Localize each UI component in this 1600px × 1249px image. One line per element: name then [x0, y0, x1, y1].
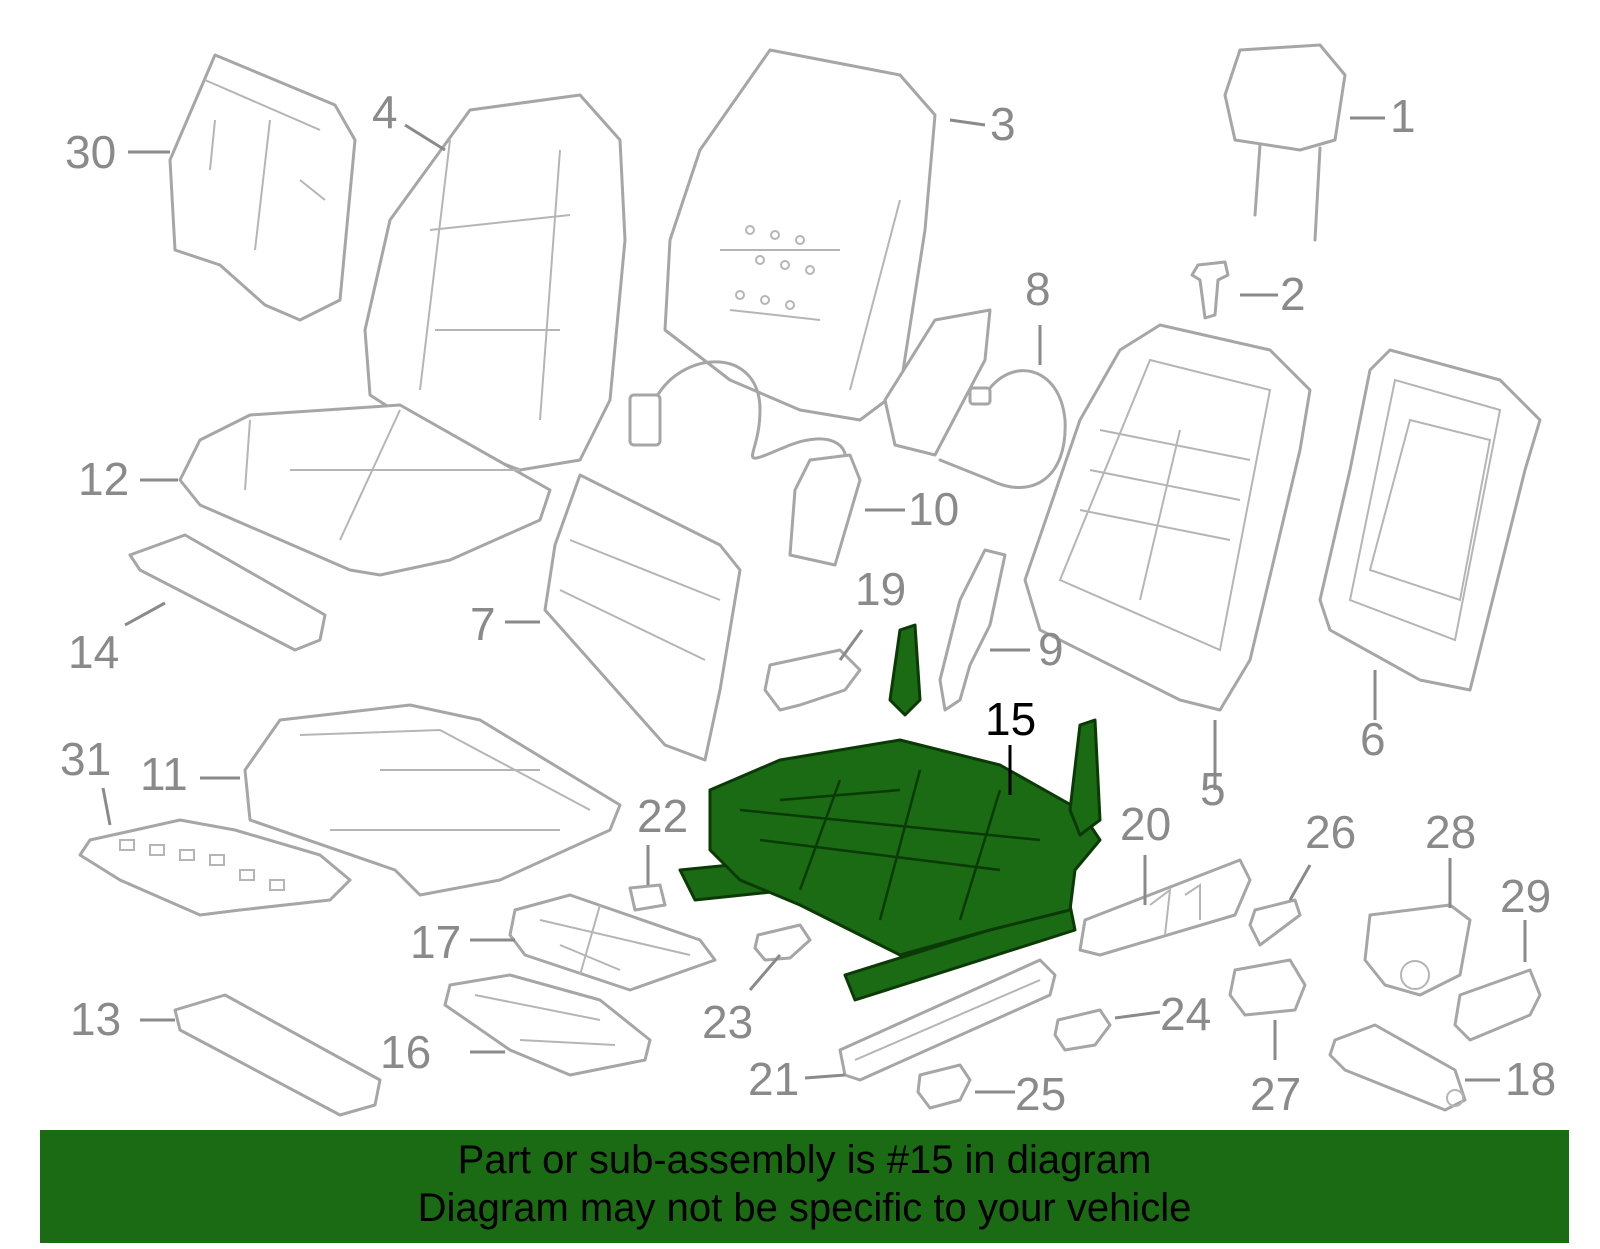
callout-5: 5 [1200, 763, 1226, 815]
info-banner: Part or sub-assembly is #15 in diagram D… [40, 1130, 1569, 1243]
callout-19: 19 [855, 563, 906, 615]
parts-diagram: 1 2 3 4 5 6 7 8 9 10 11 12 13 14 15 16 1… [60, 43, 1556, 1120]
part-1-headrest [1223, 43, 1347, 242]
part-28-motor [1363, 903, 1472, 997]
callout-12: 12 [78, 453, 129, 505]
part-19-cover [763, 648, 862, 712]
callout-16: 16 [380, 1026, 431, 1078]
part-8-wire-harness [938, 369, 1067, 489]
callout-2: 2 [1280, 268, 1306, 320]
callout-21: 21 [748, 1053, 799, 1105]
callout-25: 25 [1015, 1068, 1066, 1120]
callout-26: 26 [1305, 806, 1356, 858]
callout-labels: 1 2 3 4 5 6 7 8 9 10 11 12 13 14 15 16 1… [60, 86, 1556, 1120]
part-15-seat-frame-highlighted [678, 623, 1102, 1002]
callout-6: 6 [1360, 713, 1386, 765]
part-4-backrest-cover [363, 93, 627, 472]
part-wire-loop [628, 360, 848, 467]
part-10-bracket [788, 453, 862, 567]
part-9-side-trim [938, 548, 1007, 712]
callout-1: 1 [1390, 90, 1416, 142]
callout-9: 9 [1038, 623, 1064, 675]
callout-28: 28 [1425, 806, 1476, 858]
callout-27: 27 [1250, 1068, 1301, 1120]
banner-line-1: Part or sub-assembly is #15 in diagram [457, 1138, 1152, 1182]
callout-18: 18 [1505, 1053, 1556, 1105]
callout-20: 20 [1120, 798, 1171, 850]
callout-17: 17 [410, 916, 461, 968]
part-18-motor [1328, 1023, 1467, 1112]
callout-4: 4 [372, 86, 398, 138]
part-23-knob [753, 923, 812, 962]
callout-31: 31 [60, 733, 111, 785]
leader-lines [101, 116, 1527, 1094]
part-30-back-panel [168, 53, 357, 322]
part-6-backrest-rear-frame [1318, 348, 1542, 692]
callout-8: 8 [1025, 263, 1051, 315]
part-31-seat-pan-support [78, 818, 352, 917]
callout-10: 10 [908, 483, 959, 535]
part-16-lower-tray [443, 973, 652, 1077]
part-25-knob [916, 1063, 972, 1110]
part-27-switch [1228, 958, 1307, 1017]
part-20-side-shield [1078, 858, 1252, 957]
callout-7: 7 [470, 598, 496, 650]
part-2-headrest-guide [1190, 260, 1230, 320]
callout-24: 24 [1160, 988, 1211, 1040]
part-13-trim-strip [173, 993, 382, 1117]
part-3-backrest-cover-perforated [663, 48, 937, 422]
part-17-adjuster [508, 893, 717, 992]
callout-23: 23 [702, 996, 753, 1048]
part-29-switch [1453, 968, 1542, 1042]
part-11-seat-cushion [243, 703, 622, 897]
part-side-airbag [883, 308, 992, 457]
part-12-seat-cushion-cover [178, 403, 552, 577]
callout-14: 14 [68, 626, 119, 678]
part-26-clip [1248, 898, 1302, 947]
callout-22: 22 [637, 790, 688, 842]
callout-15: 15 [985, 693, 1036, 745]
part-5-backrest-frame [1023, 323, 1312, 712]
banner-line-2: Diagram may not be specific to your vehi… [417, 1186, 1192, 1230]
callout-30: 30 [65, 126, 116, 178]
part-7-seat-heater-mat [543, 473, 742, 762]
callout-11: 11 [140, 748, 188, 800]
part-14-trim-strip [128, 533, 327, 652]
part-22-switch [628, 883, 667, 912]
part-24-knob [1053, 1008, 1112, 1052]
callout-29: 29 [1500, 870, 1551, 922]
callout-3: 3 [990, 98, 1016, 150]
callout-13: 13 [70, 993, 121, 1045]
